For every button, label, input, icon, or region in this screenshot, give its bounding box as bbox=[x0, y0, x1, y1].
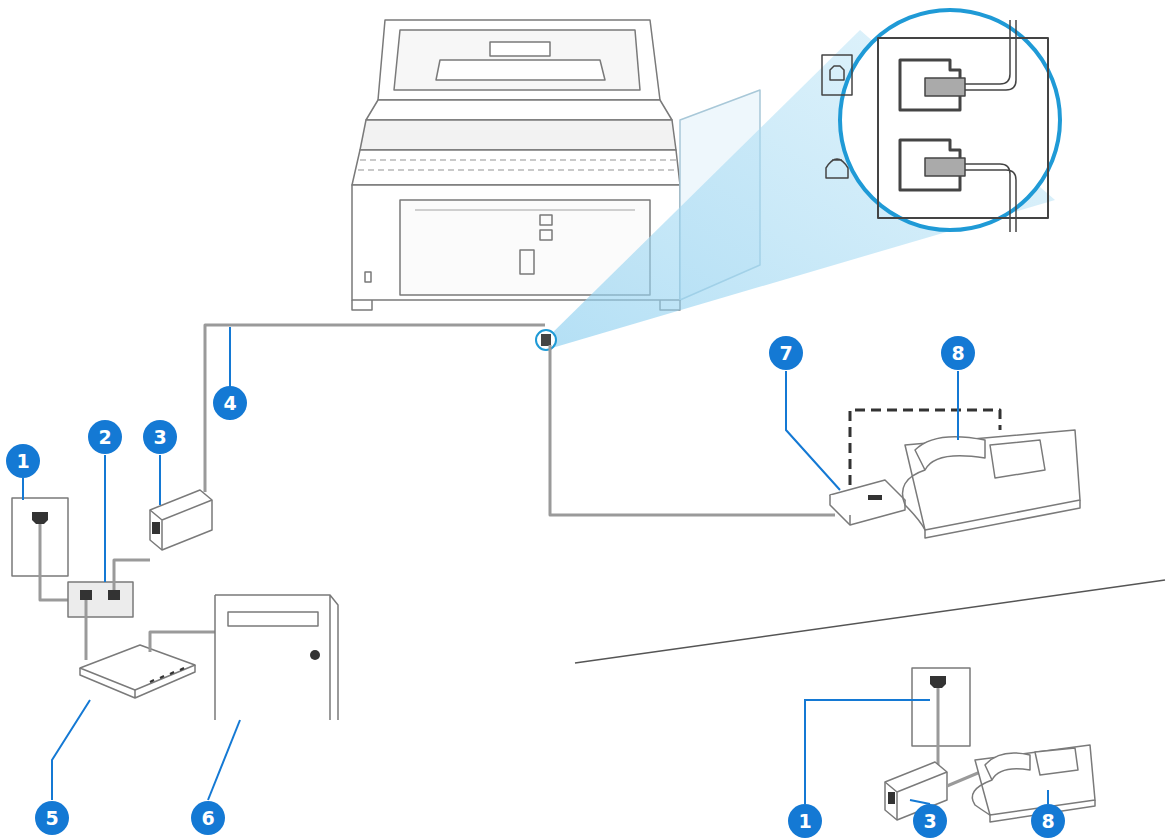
callout-number: 1 bbox=[6, 444, 40, 478]
callout-number: 2 bbox=[88, 420, 122, 454]
callout-number: 4 bbox=[213, 386, 247, 420]
callout-number: 3 bbox=[143, 420, 177, 454]
callout-number: 8 bbox=[1031, 804, 1065, 838]
callout-number: 1 bbox=[788, 804, 822, 838]
callout-number: 7 bbox=[769, 336, 803, 370]
callout-number: 6 bbox=[191, 801, 225, 835]
callout-number: 3 bbox=[913, 804, 947, 838]
callout-number: 8 bbox=[941, 336, 975, 370]
callout-number: 5 bbox=[35, 801, 69, 835]
